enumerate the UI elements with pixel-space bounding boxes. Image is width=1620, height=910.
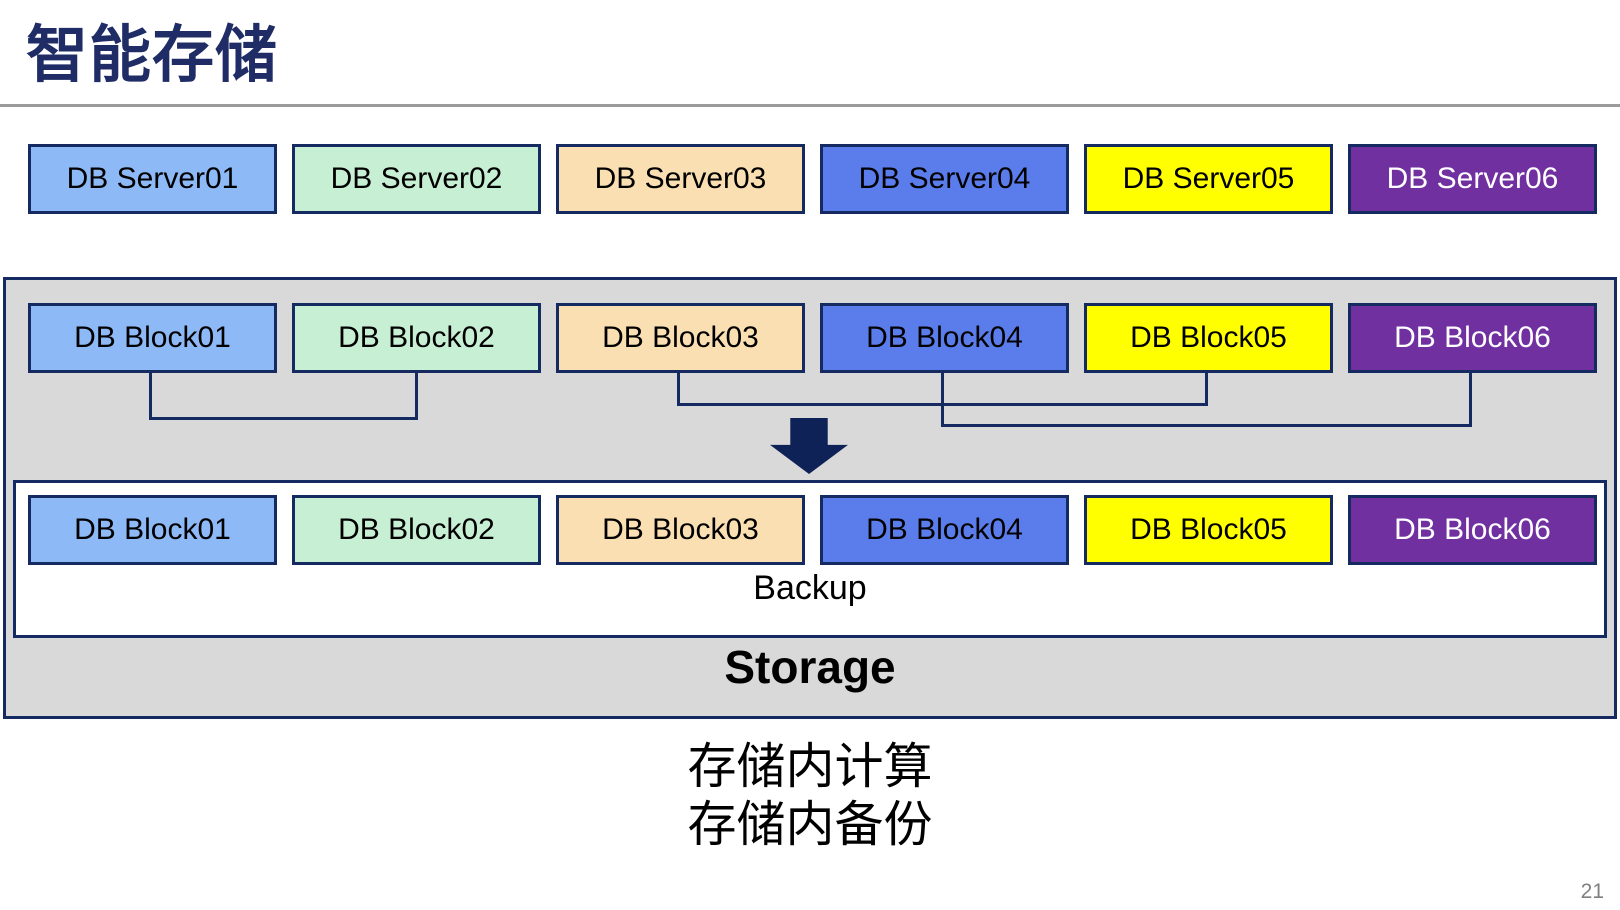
caption-in-storage-backup: 存储内备份 xyxy=(687,798,933,852)
db-server-box: DB Server06 xyxy=(1348,144,1597,214)
db-server-box: DB Server02 xyxy=(292,144,541,214)
connector-line xyxy=(1469,373,1472,427)
storage-label: Storage xyxy=(724,641,896,693)
db-block-backup-box: DB Block06 xyxy=(1348,495,1597,565)
connector-line xyxy=(1205,373,1208,406)
down-arrow-icon xyxy=(770,418,848,474)
db-block-backup-box: DB Block05 xyxy=(1084,495,1333,565)
slide-title: 智能存储 xyxy=(26,21,279,90)
db-block-backup-box: DB Block04 xyxy=(820,495,1069,565)
storage-container: DB Block01 DB Block02 DB Block03 DB Bloc… xyxy=(3,277,1617,719)
db-server-box: DB Server01 xyxy=(28,144,277,214)
db-block-box: DB Block03 xyxy=(556,303,805,373)
db-block-box: DB Block05 xyxy=(1084,303,1333,373)
db-block-backup-box: DB Block02 xyxy=(292,495,541,565)
db-block-box: DB Block01 xyxy=(28,303,277,373)
db-block-box: DB Block02 xyxy=(292,303,541,373)
caption-lines: 存储内计算 存储内备份 xyxy=(687,738,932,854)
db-block-backup-box: DB Block01 xyxy=(28,495,277,565)
connector-line xyxy=(941,424,1472,427)
backup-box: DB Block01 DB Block02 DB Block03 DB Bloc… xyxy=(13,480,1607,638)
db-server-box: DB Server05 xyxy=(1084,144,1333,214)
caption-block: 存储内计算 存储内备份 xyxy=(0,738,1620,854)
db-server-box: DB Server04 xyxy=(820,144,1069,214)
db-block-box: DB Block06 xyxy=(1348,303,1597,373)
connector-line xyxy=(415,373,418,420)
connector-line xyxy=(941,373,944,427)
db-server-box: DB Server03 xyxy=(556,144,805,214)
connector-line xyxy=(149,373,152,420)
connector-line xyxy=(149,417,418,420)
caption-in-storage-compute: 存储内计算 xyxy=(687,740,933,794)
connector-line xyxy=(677,373,680,406)
title-divider xyxy=(0,104,1620,107)
backup-label: Backup xyxy=(753,569,867,607)
page-number: 21 xyxy=(1580,880,1604,903)
db-block-box: DB Block04 xyxy=(820,303,1069,373)
db-block-backup-box: DB Block03 xyxy=(556,495,805,565)
